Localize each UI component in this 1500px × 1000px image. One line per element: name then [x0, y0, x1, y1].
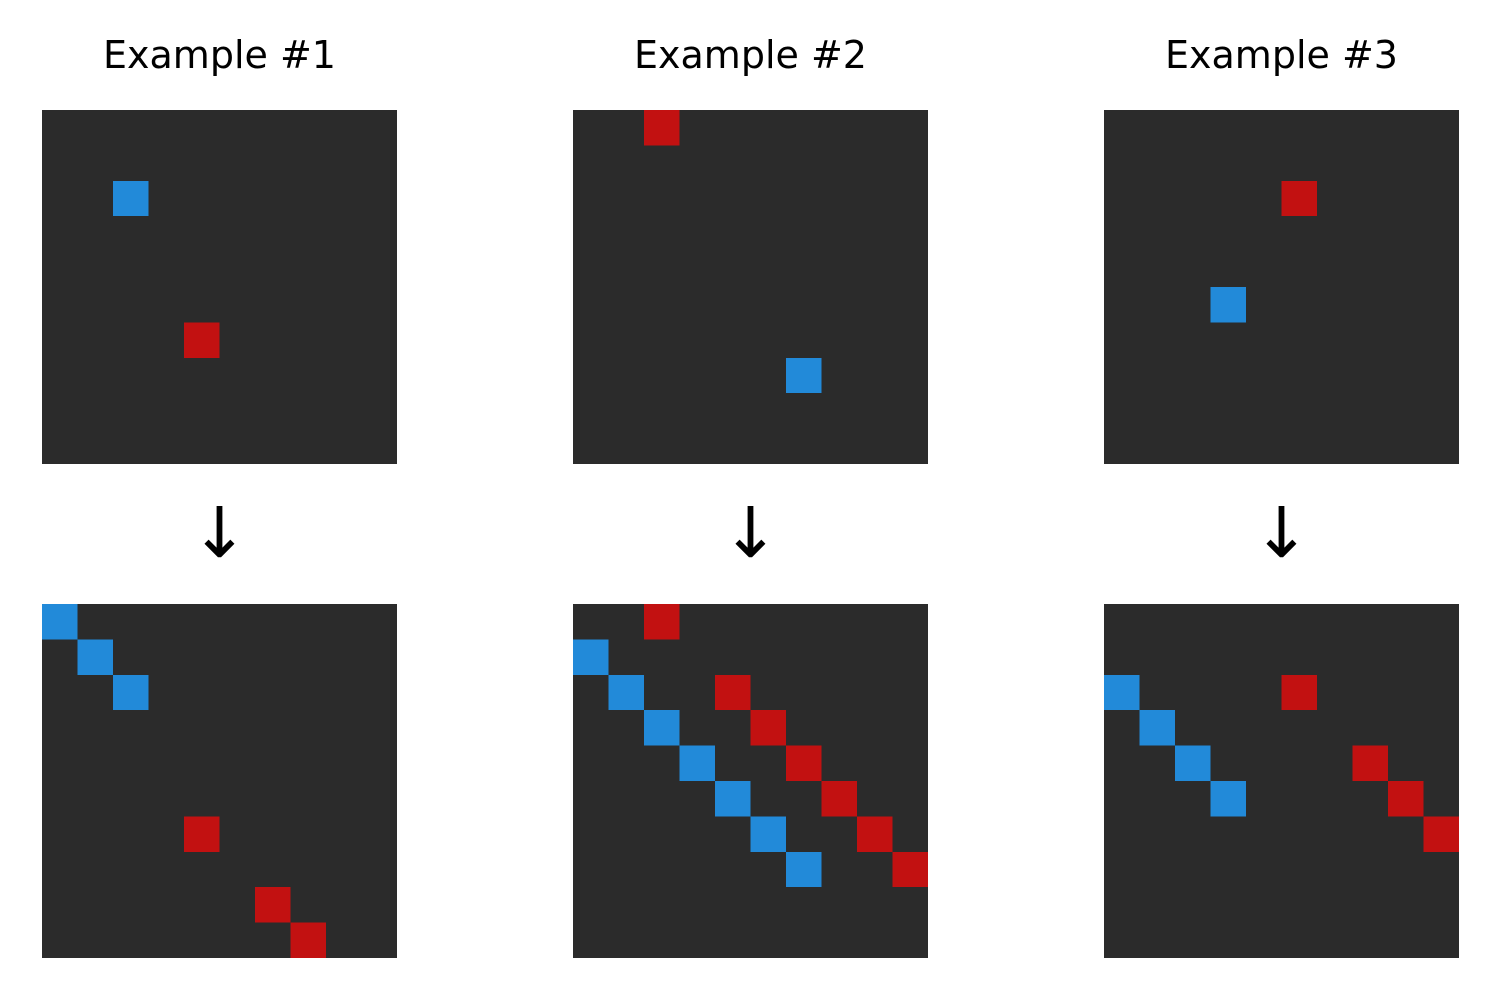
red-cell [821, 781, 857, 817]
blue-cell [1210, 781, 1246, 817]
example-title: Example #3 [1165, 33, 1398, 77]
blue-cell [77, 639, 113, 675]
grid-canvas [42, 110, 397, 464]
blue-cell [573, 639, 609, 675]
grid-background [1104, 110, 1459, 464]
blue-cell [1210, 287, 1246, 323]
output-grid [1104, 604, 1459, 958]
input-grid [1104, 110, 1459, 464]
red-cell [1281, 180, 1317, 217]
input-grid [42, 110, 397, 464]
blue-cell [786, 357, 822, 394]
blue-cell [1175, 745, 1211, 781]
red-cell [715, 674, 751, 711]
red-cell [290, 922, 326, 958]
blue-cell [644, 710, 680, 746]
red-cell [1423, 816, 1459, 852]
grid-canvas [1104, 110, 1459, 464]
example-1: Example #1 ↓ [42, 0, 397, 1000]
blue-cell [113, 674, 149, 711]
blue-cell [1139, 710, 1175, 746]
red-cell [255, 887, 291, 923]
red-cell [184, 322, 220, 358]
example-title: Example #1 [103, 33, 336, 77]
blue-cell [786, 851, 822, 888]
grid-background [42, 110, 397, 464]
example-2: Example #2 ↓ [573, 0, 928, 1000]
down-arrow-icon: ↓ [190, 492, 249, 574]
red-cell [1352, 745, 1388, 781]
red-cell [644, 604, 680, 640]
grid-canvas [42, 604, 397, 958]
grid-canvas [573, 110, 928, 464]
down-arrow-icon: ↓ [721, 492, 780, 574]
red-cell [786, 745, 822, 781]
output-grid [42, 604, 397, 958]
example-title: Example #2 [634, 33, 867, 77]
blue-cell [750, 816, 786, 852]
example-3: Example #3 ↓ [1104, 0, 1459, 1000]
grid-canvas [573, 604, 928, 958]
blue-cell [679, 745, 715, 781]
down-arrow-icon: ↓ [1252, 492, 1311, 574]
red-cell [750, 710, 786, 746]
blue-cell [608, 674, 644, 711]
blue-cell [42, 604, 78, 640]
grid-canvas [1104, 604, 1459, 958]
grid-background [573, 110, 928, 464]
blue-cell [1104, 674, 1140, 711]
blue-cell [715, 781, 751, 817]
input-grid [573, 110, 928, 464]
red-cell [184, 816, 220, 852]
red-cell [1281, 674, 1317, 711]
blue-cell [113, 180, 149, 217]
red-cell [1388, 781, 1424, 817]
red-cell [892, 851, 928, 888]
red-cell [857, 816, 893, 852]
output-grid [573, 604, 928, 958]
red-cell [644, 110, 680, 146]
